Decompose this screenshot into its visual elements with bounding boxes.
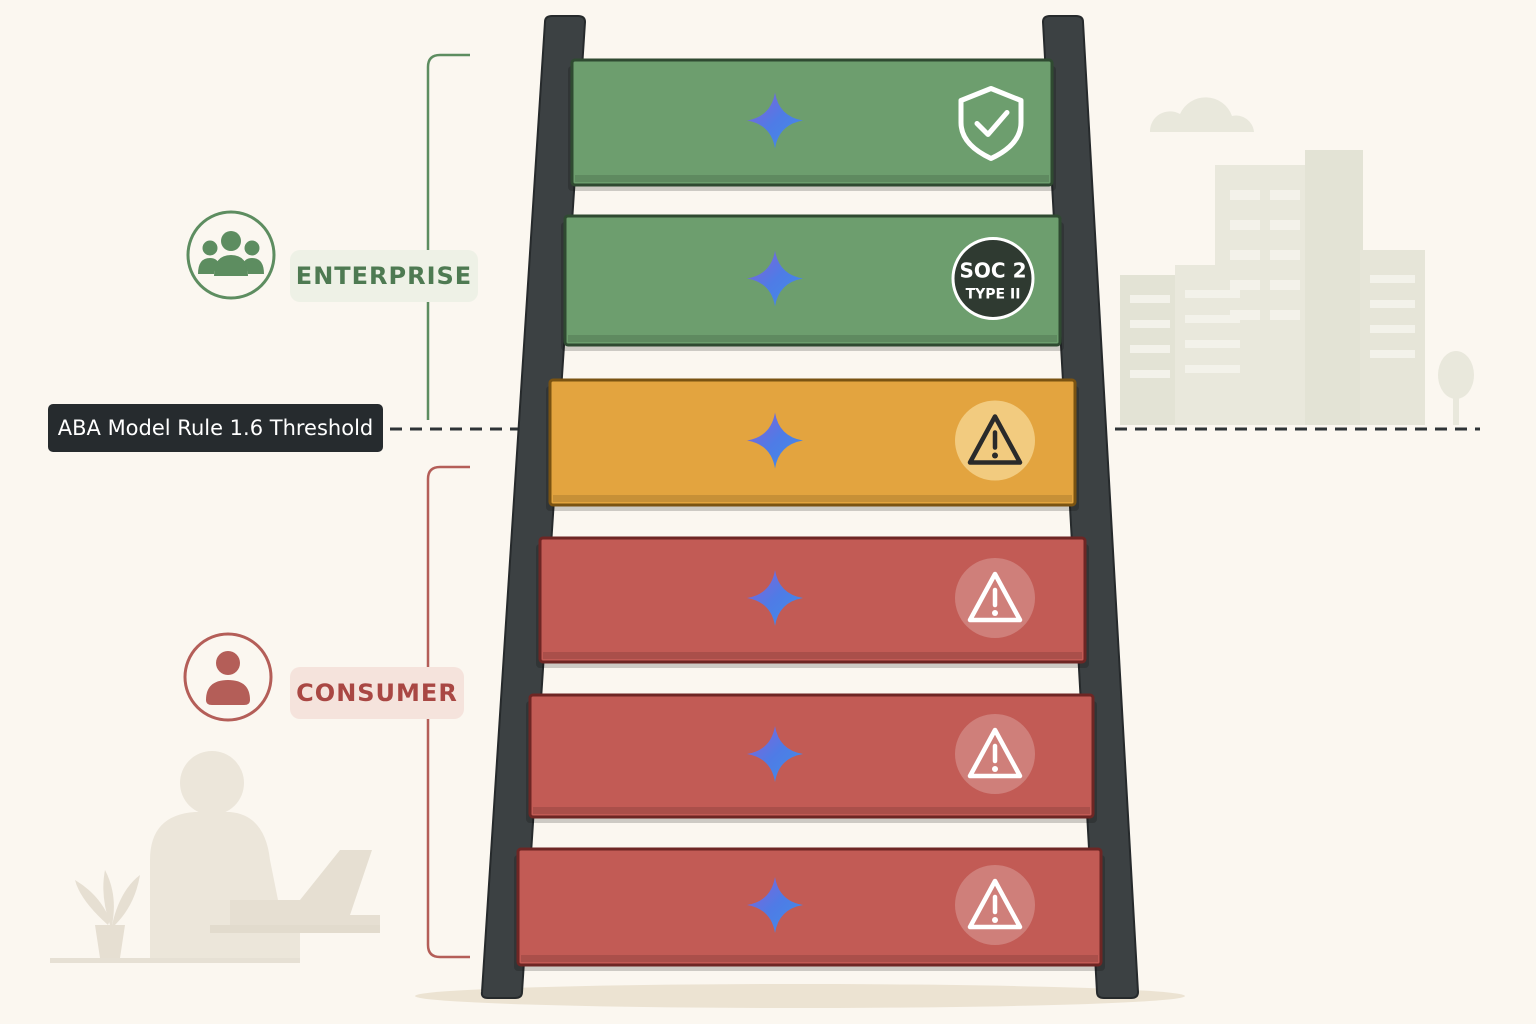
shield-check-icon — [958, 86, 1024, 161]
sparkle-icon — [747, 250, 803, 307]
ladder-rung-consumer — [514, 847, 1105, 971]
warning-icon — [955, 714, 1035, 794]
soc2-badge-icon: SOC 2 TYPE II — [951, 237, 1035, 320]
cloud-icon — [1149, 97, 1254, 132]
ladder-rung-enterprise — [568, 58, 1056, 191]
enterprise-group-icon — [186, 210, 276, 300]
warning-icon — [955, 865, 1035, 945]
consumer-label: CONSUMER — [290, 667, 464, 719]
ladder-rung-consumer — [536, 536, 1089, 668]
floor-shadow — [415, 984, 1185, 1008]
person-laptop-illustration — [50, 751, 380, 963]
tree-icon — [1438, 351, 1474, 399]
ladder-right-rail — [1041, 15, 1140, 999]
sparkle-icon — [747, 92, 803, 149]
enterprise-bracket — [426, 53, 470, 420]
threshold-label: ABA Model Rule 1.6 Threshold — [48, 404, 383, 452]
warning-icon — [955, 400, 1035, 481]
sparkle-icon — [747, 412, 803, 469]
sparkle-icon — [747, 570, 803, 626]
sparkle-icon — [747, 877, 803, 933]
enterprise-label: ENTERPRISE — [290, 250, 478, 302]
soc2-badge-line1: SOC 2 — [960, 259, 1027, 283]
city-illustration — [1120, 97, 1474, 425]
consumer-user-icon — [183, 632, 273, 722]
ladder-rung-threshold — [546, 378, 1079, 511]
ladder-rungs: SOC 2 TYPE II — [514, 58, 1105, 971]
warning-icon — [955, 558, 1035, 638]
soc2-badge-line2: TYPE II — [966, 287, 1021, 303]
building-icon — [1305, 150, 1363, 425]
ladder-rung-consumer — [526, 693, 1097, 823]
ladder-left-rail — [480, 15, 587, 999]
ladder-rung-enterprise: SOC 2 TYPE II — [561, 214, 1064, 351]
sparkle-icon — [747, 726, 803, 782]
